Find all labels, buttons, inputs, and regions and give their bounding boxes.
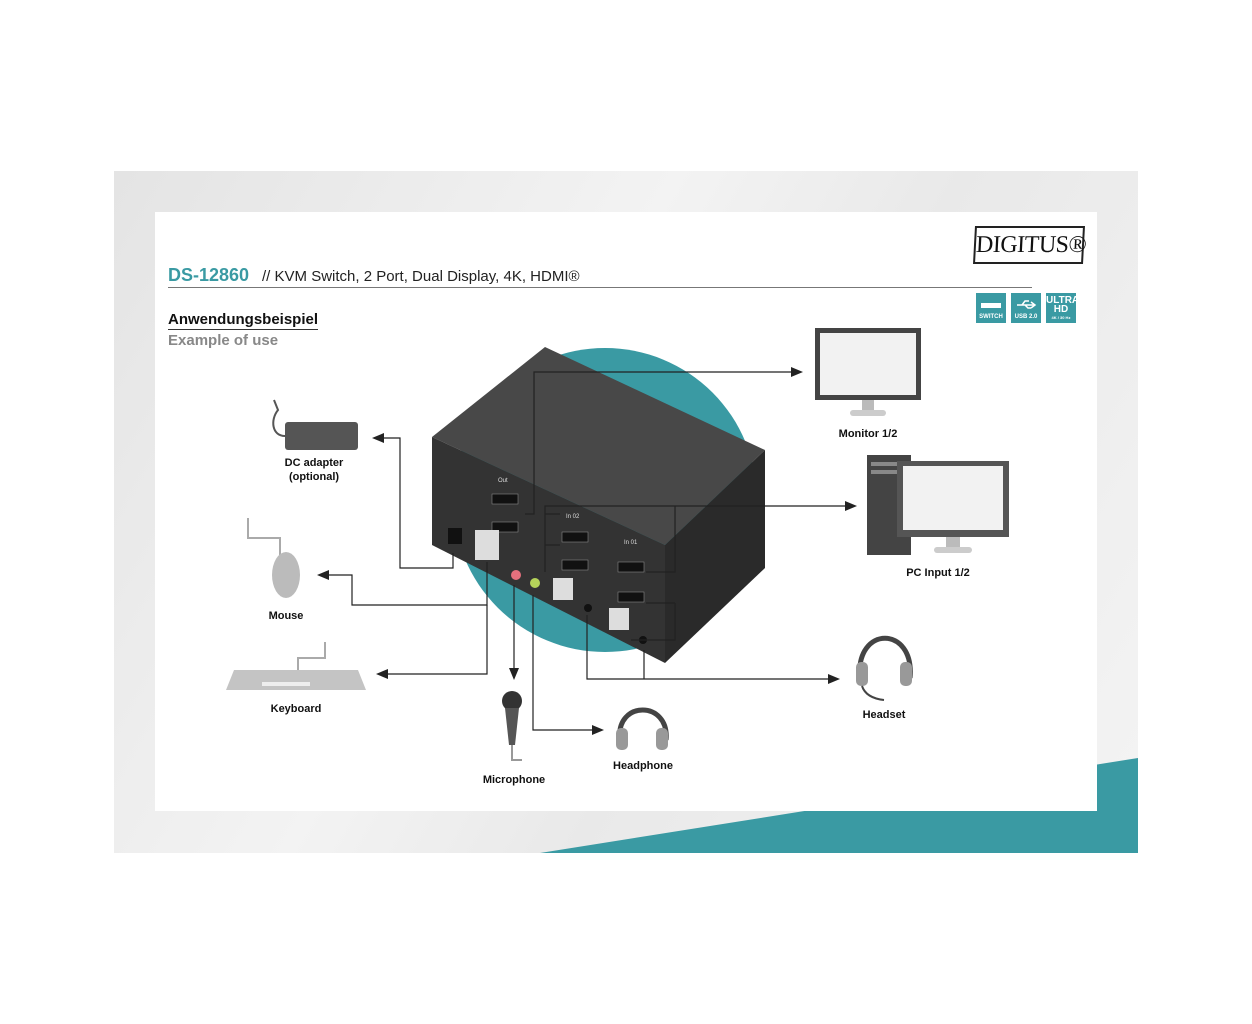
port-label-in01: In 01 bbox=[624, 540, 638, 546]
uhd-icon: ULTRA HD bbox=[1046, 295, 1080, 315]
keyboard-icon bbox=[226, 642, 366, 690]
microphone-icon bbox=[502, 691, 522, 761]
pc-icon bbox=[867, 455, 1009, 555]
section-heading-en: Example of use bbox=[168, 332, 279, 349]
badge-switch: SWITCH bbox=[976, 293, 1006, 323]
headset-icon bbox=[856, 635, 913, 701]
title-text: KVM Switch, 2 Port, Dual Display, 4K, HD… bbox=[274, 268, 580, 285]
monitor-label: Monitor 1/2 bbox=[838, 428, 898, 440]
separator: // bbox=[262, 268, 271, 285]
product-title: // KVM Switch, 2 Port, Dual Display, 4K,… bbox=[262, 268, 580, 285]
dc-adapter-note: (optional) bbox=[288, 471, 340, 483]
switch-icon bbox=[981, 303, 1001, 308]
usb-b-port-2 bbox=[553, 578, 573, 600]
badge-label: SWITCH bbox=[979, 314, 1003, 320]
port-label-out: Out bbox=[498, 478, 508, 484]
microphone-label: Microphone bbox=[482, 774, 546, 786]
arrowheads bbox=[317, 367, 857, 735]
keyboard-label: Keyboard bbox=[270, 703, 322, 715]
connection-lines bbox=[325, 371, 848, 731]
badge-label: USB 2.0 bbox=[1014, 314, 1038, 320]
dc-jack bbox=[448, 528, 462, 544]
monitor-icon bbox=[815, 328, 921, 416]
headset-label: Headset bbox=[862, 709, 906, 721]
badge-sub: 4K / 30 Hz bbox=[1051, 315, 1071, 320]
section-heading-de: Anwendungsbeispiel bbox=[168, 311, 319, 330]
pc-input-label: PC Input 1/2 bbox=[906, 567, 970, 579]
usb-icon bbox=[1017, 300, 1037, 309]
usb-ports bbox=[475, 530, 499, 560]
dc-adapter-label: DC adapter (optional) bbox=[270, 456, 358, 484]
hdmi-ports bbox=[491, 493, 645, 603]
usb-b-port-1 bbox=[609, 608, 629, 630]
headphone-label: Headphone bbox=[613, 760, 673, 772]
dc-adapter-text: DC adapter bbox=[284, 457, 344, 469]
mic-jack bbox=[511, 570, 521, 580]
mouse-label: Mouse bbox=[268, 610, 304, 622]
model-number: DS-12860 bbox=[168, 265, 250, 285]
badge-usb: USB 2.0 bbox=[1011, 293, 1041, 323]
port-label-in02: In 02 bbox=[566, 514, 580, 520]
headphone-icon bbox=[616, 707, 669, 750]
header-divider bbox=[168, 287, 1032, 288]
audio-jack-2 bbox=[584, 604, 592, 612]
mouse-icon bbox=[247, 518, 300, 598]
dc-adapter-icon bbox=[272, 399, 358, 450]
audio-jack bbox=[530, 578, 540, 588]
kvm-switch-device: Out In 02 In 01 bbox=[432, 347, 765, 663]
